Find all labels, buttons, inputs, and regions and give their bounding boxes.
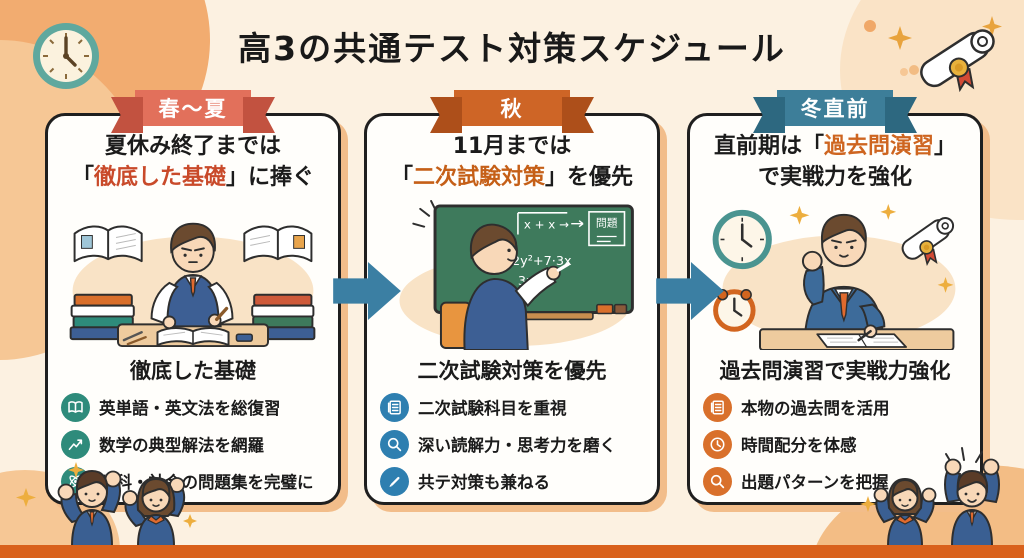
document-icon [703,392,732,422]
page-title: 高3の共通テスト対策スケジュール [238,29,786,68]
card-winter: 冬直前 直前期は「過去問演習」 で実戦力を強化 [687,90,983,505]
line-chart-icon [61,429,90,459]
magnifier-icon [380,429,409,459]
cheering-students-right [860,447,1000,546]
bullet-list: 二次試験科目を重視 深い読解力・思考力を磨く 共テ対策も兼ねる [367,392,657,496]
card-heading: 直前期は「過去問演習」 で実戦力を強化 [713,134,957,190]
list-item: 数学の典型解法を網羅 [61,429,325,459]
banner-label: 冬直前 [800,97,870,121]
card-subtitle: 二次試験対策を優先 [417,358,607,383]
background-dot [864,20,876,32]
list-item: 時間配分を体感 [703,429,967,459]
banner-label: 春〜夏 [158,97,228,121]
list-item: 英単語・英文法を総復習 [61,392,325,422]
diploma-scroll-icon [880,8,1020,117]
card-spring-summer: 春〜夏 夏休み終了までは 「徹底した基礎」に捧ぐ [45,90,341,505]
season-banner: 冬直前 [777,90,893,126]
open-book-icon [61,392,90,422]
card-heading: 夏休み終了までは 「徹底した基礎」に捧ぐ [71,134,315,190]
list-item: 二次試験科目を重視 [380,392,644,422]
clock-icon [703,429,732,459]
season-banner: 春〜夏 [135,90,251,126]
teacher-chalkboard-illustration: x + x → 問題 2y²+7·3x 3x − [377,199,647,350]
wall-clock-icon [30,20,102,96]
arrow-right-icon [656,262,724,320]
notebook-icon [380,392,409,422]
magnifier-icon [703,466,732,496]
background-dot [900,68,908,76]
card-subtitle: 徹底した基礎 [130,358,256,383]
list-item: 出題パターンを把握 [703,466,967,496]
card-subtitle: 過去問演習で実戦力強化 [719,358,951,383]
student-studying-illustration [58,200,328,350]
list-item: 深い読解力・思考力を磨く [380,429,644,459]
pencil-icon [380,466,409,496]
card-heading: 11月までは 「二次試験対策」を優先 [390,134,634,190]
list-item: 共テ対策も兼ねる [380,466,644,496]
cheering-students-left [16,462,197,546]
bottom-accent-bar [0,545,1024,558]
arrow-right-icon [333,262,401,320]
card-autumn: 秋 11月までは 「二次試験対策」を優先 x + x → 問題 2y²+7·3x… [364,90,660,505]
svg-text:2y²+7·3x: 2y²+7·3x [512,254,572,269]
bullet-list: 本物の過去問を活用 時間配分を体感 出題パターンを把握 [690,392,980,496]
season-banner: 秋 [454,90,570,126]
svg-text:問題: 問題 [596,216,618,229]
list-item: 本物の過去問を活用 [703,392,967,422]
banner-label: 秋 [500,97,524,121]
svg-text:x + x →: x + x → [524,217,569,231]
student-exam-practice-illustration [700,200,970,350]
